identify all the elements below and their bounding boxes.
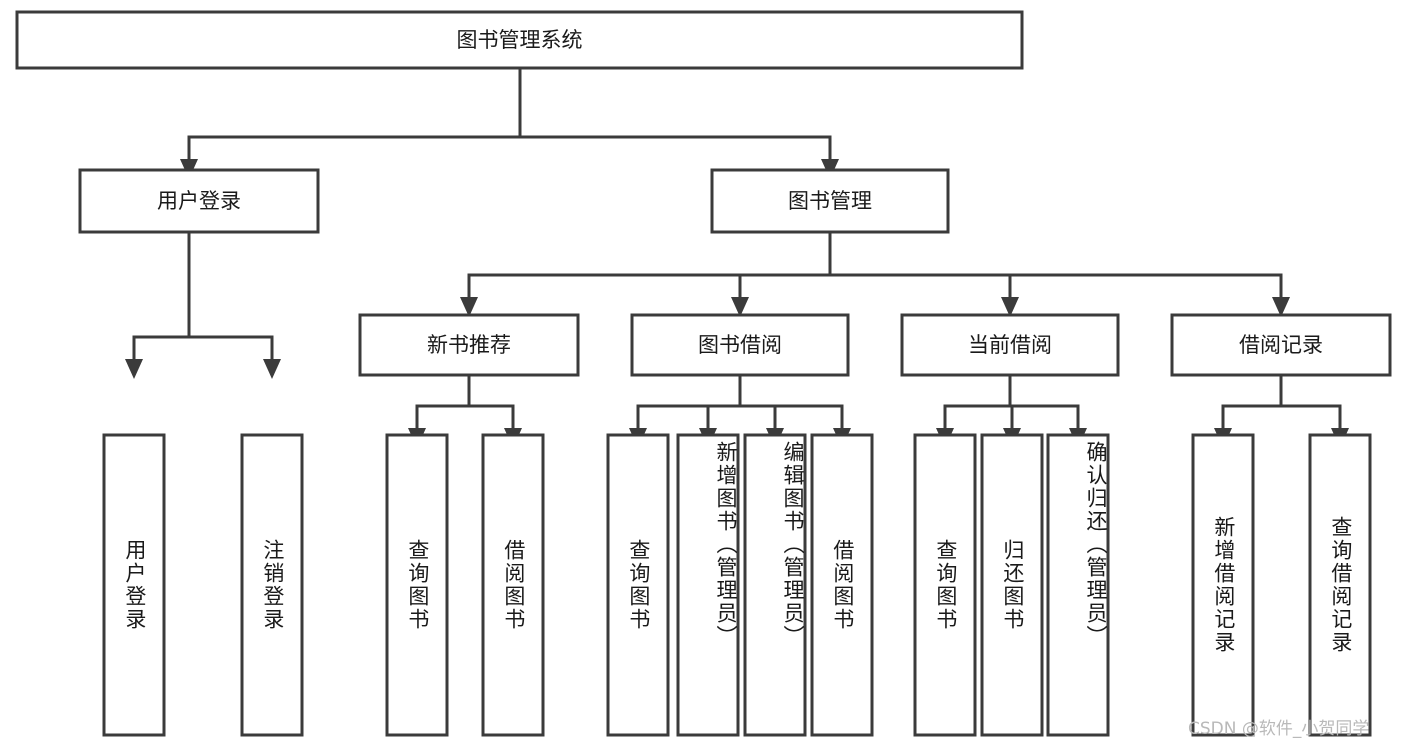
- node-leaf-logout-login-box[interactable]: [240, 433, 304, 737]
- node-leaf-query-book-3-box[interactable]: [913, 433, 977, 737]
- node-root-label: 图书管理系统: [457, 28, 583, 52]
- csdn-watermark: CSDN @软件_小贺同学: [1188, 719, 1370, 739]
- connector-layer: [125, 66, 1349, 448]
- node-leaf-add-book-box[interactable]: [676, 433, 740, 737]
- node-leaf-query-book-2-box[interactable]: [606, 433, 670, 737]
- node-current-borrow-box[interactable]: [900, 313, 1120, 377]
- arrow-head-icon: [1001, 297, 1019, 317]
- node-leaf-add-record-box[interactable]: [1191, 433, 1255, 737]
- node-new-book-recommend-box[interactable]: [358, 313, 580, 377]
- node-leaf-query-book-1-box[interactable]: [385, 433, 449, 737]
- node-leaf-user-login-box[interactable]: [102, 433, 166, 737]
- node-leaf-return-book-box[interactable]: [980, 433, 1044, 737]
- node-user-login-label: 用户登录: [157, 189, 241, 213]
- arrow-head-icon: [263, 359, 281, 379]
- node-leaf-query-record-box[interactable]: [1308, 433, 1372, 737]
- arrow-head-icon: [125, 359, 143, 379]
- node-leaf-confirm-return-box[interactable]: [1046, 433, 1110, 737]
- node-user-login-box[interactable]: [78, 168, 320, 234]
- node-leaf-borrow-book-1-box[interactable]: [481, 433, 545, 737]
- node-book-manage-label: 图书管理: [788, 189, 872, 213]
- node-borrow-record-label: 借阅记录: [1239, 333, 1323, 357]
- node-book-borrow-box[interactable]: [630, 313, 850, 377]
- arrow-head-icon: [460, 297, 478, 317]
- node-root-box[interactable]: [15, 10, 1024, 70]
- node-book-manage-box[interactable]: [710, 168, 950, 234]
- node-book-borrow-label: 图书借阅: [698, 333, 782, 357]
- node-leaf-edit-book-box[interactable]: [743, 433, 807, 737]
- node-current-borrow-label: 当前借阅: [968, 333, 1052, 357]
- node-new-book-recommend-label: 新书推荐: [427, 333, 511, 357]
- node-borrow-record-box[interactable]: [1170, 313, 1392, 377]
- node-leaf-borrow-book-2-box[interactable]: [810, 433, 874, 737]
- arrow-head-icon: [1272, 297, 1290, 317]
- arrow-head-icon: [731, 297, 749, 317]
